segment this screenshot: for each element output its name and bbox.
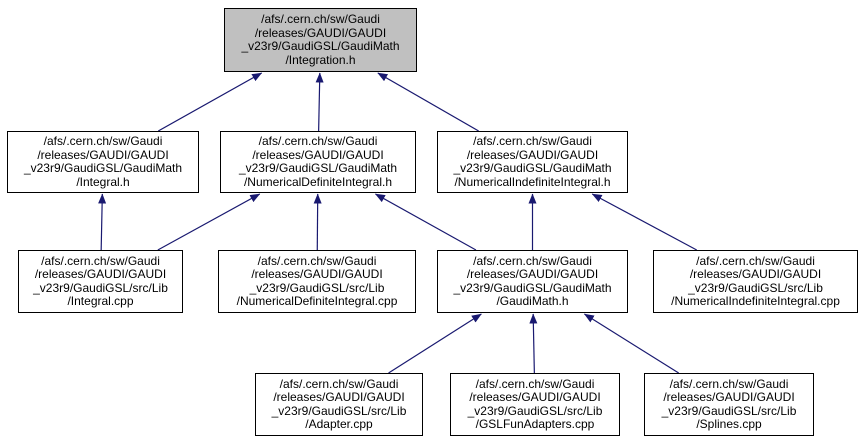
- include-edge-numerical-definite-integral-h-to-integration-h: [315, 72, 324, 132]
- node-label-line: /Integral.h: [76, 174, 130, 189]
- node-label-line: /afs/.cern.ch/sw/Gaudi: [258, 134, 378, 148]
- node-label-line: _v23r9/GaudiGSL/src/Lib: [688, 280, 823, 295]
- node-label-line: _v23r9/GaudiGSL/GaudiMath: [453, 161, 612, 175]
- node-label-line: _v23r9/GaudiGSL/GaudiMath: [238, 161, 398, 175]
- graph-node-integration-h[interactable]: /afs/.cern.ch/sw/Gaudi/releases/GAUDI/GA…: [224, 8, 417, 72]
- node-label-line: /releases/GAUDI/GAUDI: [34, 267, 167, 281]
- graph-node-gslfunadapters-cpp[interactable]: /afs/.cern.ch/sw/Gaudi/releases/GAUDI/GA…: [450, 373, 620, 436]
- node-label-line: _v23r9/GaudiGSL/src/Lib: [661, 403, 797, 418]
- graph-node-integral-h[interactable]: /afs/.cern.ch/sw/Gaudi/releases/GAUDI/GA…: [7, 131, 199, 193]
- include-edge-gaudimath-h-to-numerical-definite-integral-h: [375, 193, 477, 251]
- node-label-line: /afs/.cern.ch/sw/Gaudi: [257, 253, 377, 268]
- include-edge-integral-cpp-to-numerical-definite-integral-h: [157, 193, 261, 251]
- node-label-line: /GaudiMath.h: [496, 294, 569, 308]
- node-label-line: /Integral.cpp: [67, 294, 134, 308]
- graph-node-numerical-definite-integral-cpp[interactable]: /afs/.cern.ch/sw/Gaudi/releases/GAUDI/GA…: [218, 250, 416, 313]
- include-edge-gslfunadapters-cpp-to-gaudimath-h: [529, 313, 538, 374]
- graph-node-numerical-definite-integral-h[interactable]: /afs/.cern.ch/sw/Gaudi/releases/GAUDI/GA…: [220, 131, 416, 193]
- graph-node-numerical-indefinite-integral-cpp[interactable]: /afs/.cern.ch/sw/Gaudi/releases/GAUDI/GA…: [653, 250, 858, 313]
- node-label-line: /afs/.cern.ch/sw/Gaudi: [279, 376, 399, 391]
- graph-node-numerical-indefinite-integral-h[interactable]: /afs/.cern.ch/sw/Gaudi/releases/GAUDI/GA…: [437, 131, 628, 193]
- graph-node-gaudimath-h[interactable]: /afs/.cern.ch/sw/Gaudi/releases/GAUDI/GA…: [437, 250, 628, 313]
- include-edge-adapter-cpp-to-gaudimath-h: [388, 313, 482, 374]
- node-label-line: /releases/GAUDI/GAUDI: [663, 390, 795, 404]
- node-label-line: _v23r9/GaudiGSL/src/Lib: [33, 280, 168, 295]
- node-label-line: /afs/.cern.ch/sw/Gaudi: [41, 253, 160, 268]
- node-label-line: _v23r9/GaudiGSL/src/Lib: [249, 280, 385, 295]
- node-label-line: _v23r9/GaudiGSL/GaudiMath: [453, 280, 612, 295]
- node-label-line: /releases/GAUDI/GAUDI: [254, 25, 387, 40]
- node-label-line: /afs/.cern.ch/sw/Gaudi: [43, 134, 163, 148]
- node-label-line: /NumericalDefiniteIntegral.cpp: [236, 294, 398, 308]
- include-edge-integral-h-to-integration-h: [157, 72, 263, 132]
- node-label-line: _v23r9/GaudiGSL/GaudiMath: [241, 39, 400, 53]
- node-label-line: /releases/GAUDI/GAUDI: [689, 267, 822, 281]
- node-label-line: /afs/.cern.ch/sw/Gaudi: [261, 12, 380, 26]
- node-label-line: /afs/.cern.ch/sw/Gaudi: [669, 376, 789, 391]
- node-label-line: /NumericalIndefiniteIntegral.h: [454, 174, 611, 189]
- include-edge-splines-cpp-to-gaudimath-h: [583, 313, 679, 374]
- node-label-line: /NumericalIndefiniteIntegral.cpp: [671, 294, 840, 308]
- node-label-line: /NumericalDefiniteIntegral.h: [243, 174, 393, 189]
- node-label-line: /afs/.cern.ch/sw/Gaudi: [696, 253, 815, 268]
- node-label-line: /afs/.cern.ch/sw/Gaudi: [475, 376, 595, 391]
- node-label-line: /afs/.cern.ch/sw/Gaudi: [473, 253, 592, 268]
- node-label-line: /GSLFunAdapters.cpp: [475, 417, 595, 431]
- graph-node-adapter-cpp[interactable]: /afs/.cern.ch/sw/Gaudi/releases/GAUDI/GA…: [255, 373, 423, 436]
- node-label-line: _v23r9/GaudiGSL/src/Lib: [467, 403, 603, 418]
- node-label-line: /Integration.h: [285, 52, 356, 67]
- node-label-line: /releases/GAUDI/GAUDI: [469, 390, 601, 404]
- node-label-line: _v23r9/GaudiGSL/src/Lib: [271, 403, 407, 418]
- node-label-line: /releases/GAUDI/GAUDI: [466, 147, 599, 162]
- node-label-line: /releases/GAUDI/GAUDI: [252, 147, 384, 162]
- node-label-line: /Adapter.cpp: [305, 417, 373, 431]
- graph-node-splines-cpp[interactable]: /afs/.cern.ch/sw/Gaudi/releases/GAUDI/GA…: [644, 373, 814, 436]
- node-label-line: /releases/GAUDI/GAUDI: [251, 267, 383, 281]
- include-edge-numerical-indefinite-integral-h-to-integration-h: [377, 72, 479, 132]
- graph-node-integral-cpp[interactable]: /afs/.cern.ch/sw/Gaudi/releases/GAUDI/GA…: [18, 250, 183, 313]
- node-label-line: /releases/GAUDI/GAUDI: [37, 147, 169, 162]
- include-edge-numerical-indefinite-integral-cpp-to-numerical-indefinite-integral-h: [591, 193, 698, 251]
- node-label-line: /Splines.cpp: [696, 417, 762, 431]
- node-label-line: _v23r9/GaudiGSL/GaudiMath: [23, 161, 183, 175]
- include-edge-integral-cpp-to-integral-h: [98, 193, 107, 251]
- node-label-line: /releases/GAUDI/GAUDI: [466, 267, 599, 281]
- node-label-line: /releases/GAUDI/GAUDI: [273, 390, 405, 404]
- node-label-line: /afs/.cern.ch/sw/Gaudi: [473, 134, 592, 148]
